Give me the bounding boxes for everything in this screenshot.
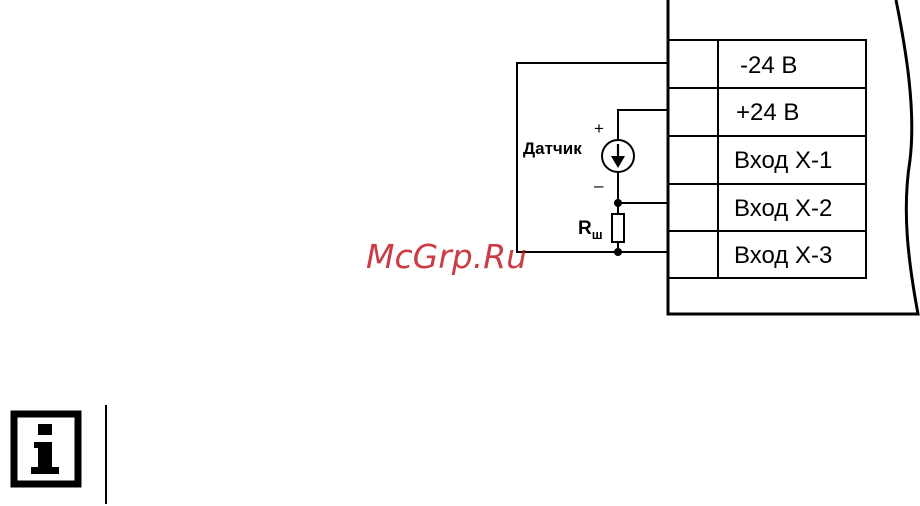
info-icon-glyph: i xyxy=(0,0,1,1)
terminal-label-input1: Вход Х-1 xyxy=(734,147,832,174)
sensor-minus-sign: – xyxy=(594,176,604,195)
terminal-label-input3: Вход Х-3 xyxy=(734,242,832,269)
resistor-label: Rш xyxy=(578,218,603,242)
current-source-icon xyxy=(602,140,634,172)
resistor-label-main: R xyxy=(578,218,592,239)
sensor-label: Датчик xyxy=(523,139,582,158)
junction-dot xyxy=(614,248,622,256)
terminal-label-input2: Вход Х-2 xyxy=(734,195,832,222)
terminal-label-minus24: -24 В xyxy=(740,52,797,79)
info-icon xyxy=(14,414,78,484)
wire-plus24-sensor xyxy=(618,110,668,140)
sensor-plus-sign: + xyxy=(594,119,604,138)
junction-dot xyxy=(614,199,622,207)
terminal-label-plus24: +24 В xyxy=(736,99,799,126)
shunt-resistor-icon xyxy=(612,214,624,242)
watermark: McGrp.Ru xyxy=(366,237,527,276)
resistor-label-sub: ш xyxy=(592,227,603,242)
